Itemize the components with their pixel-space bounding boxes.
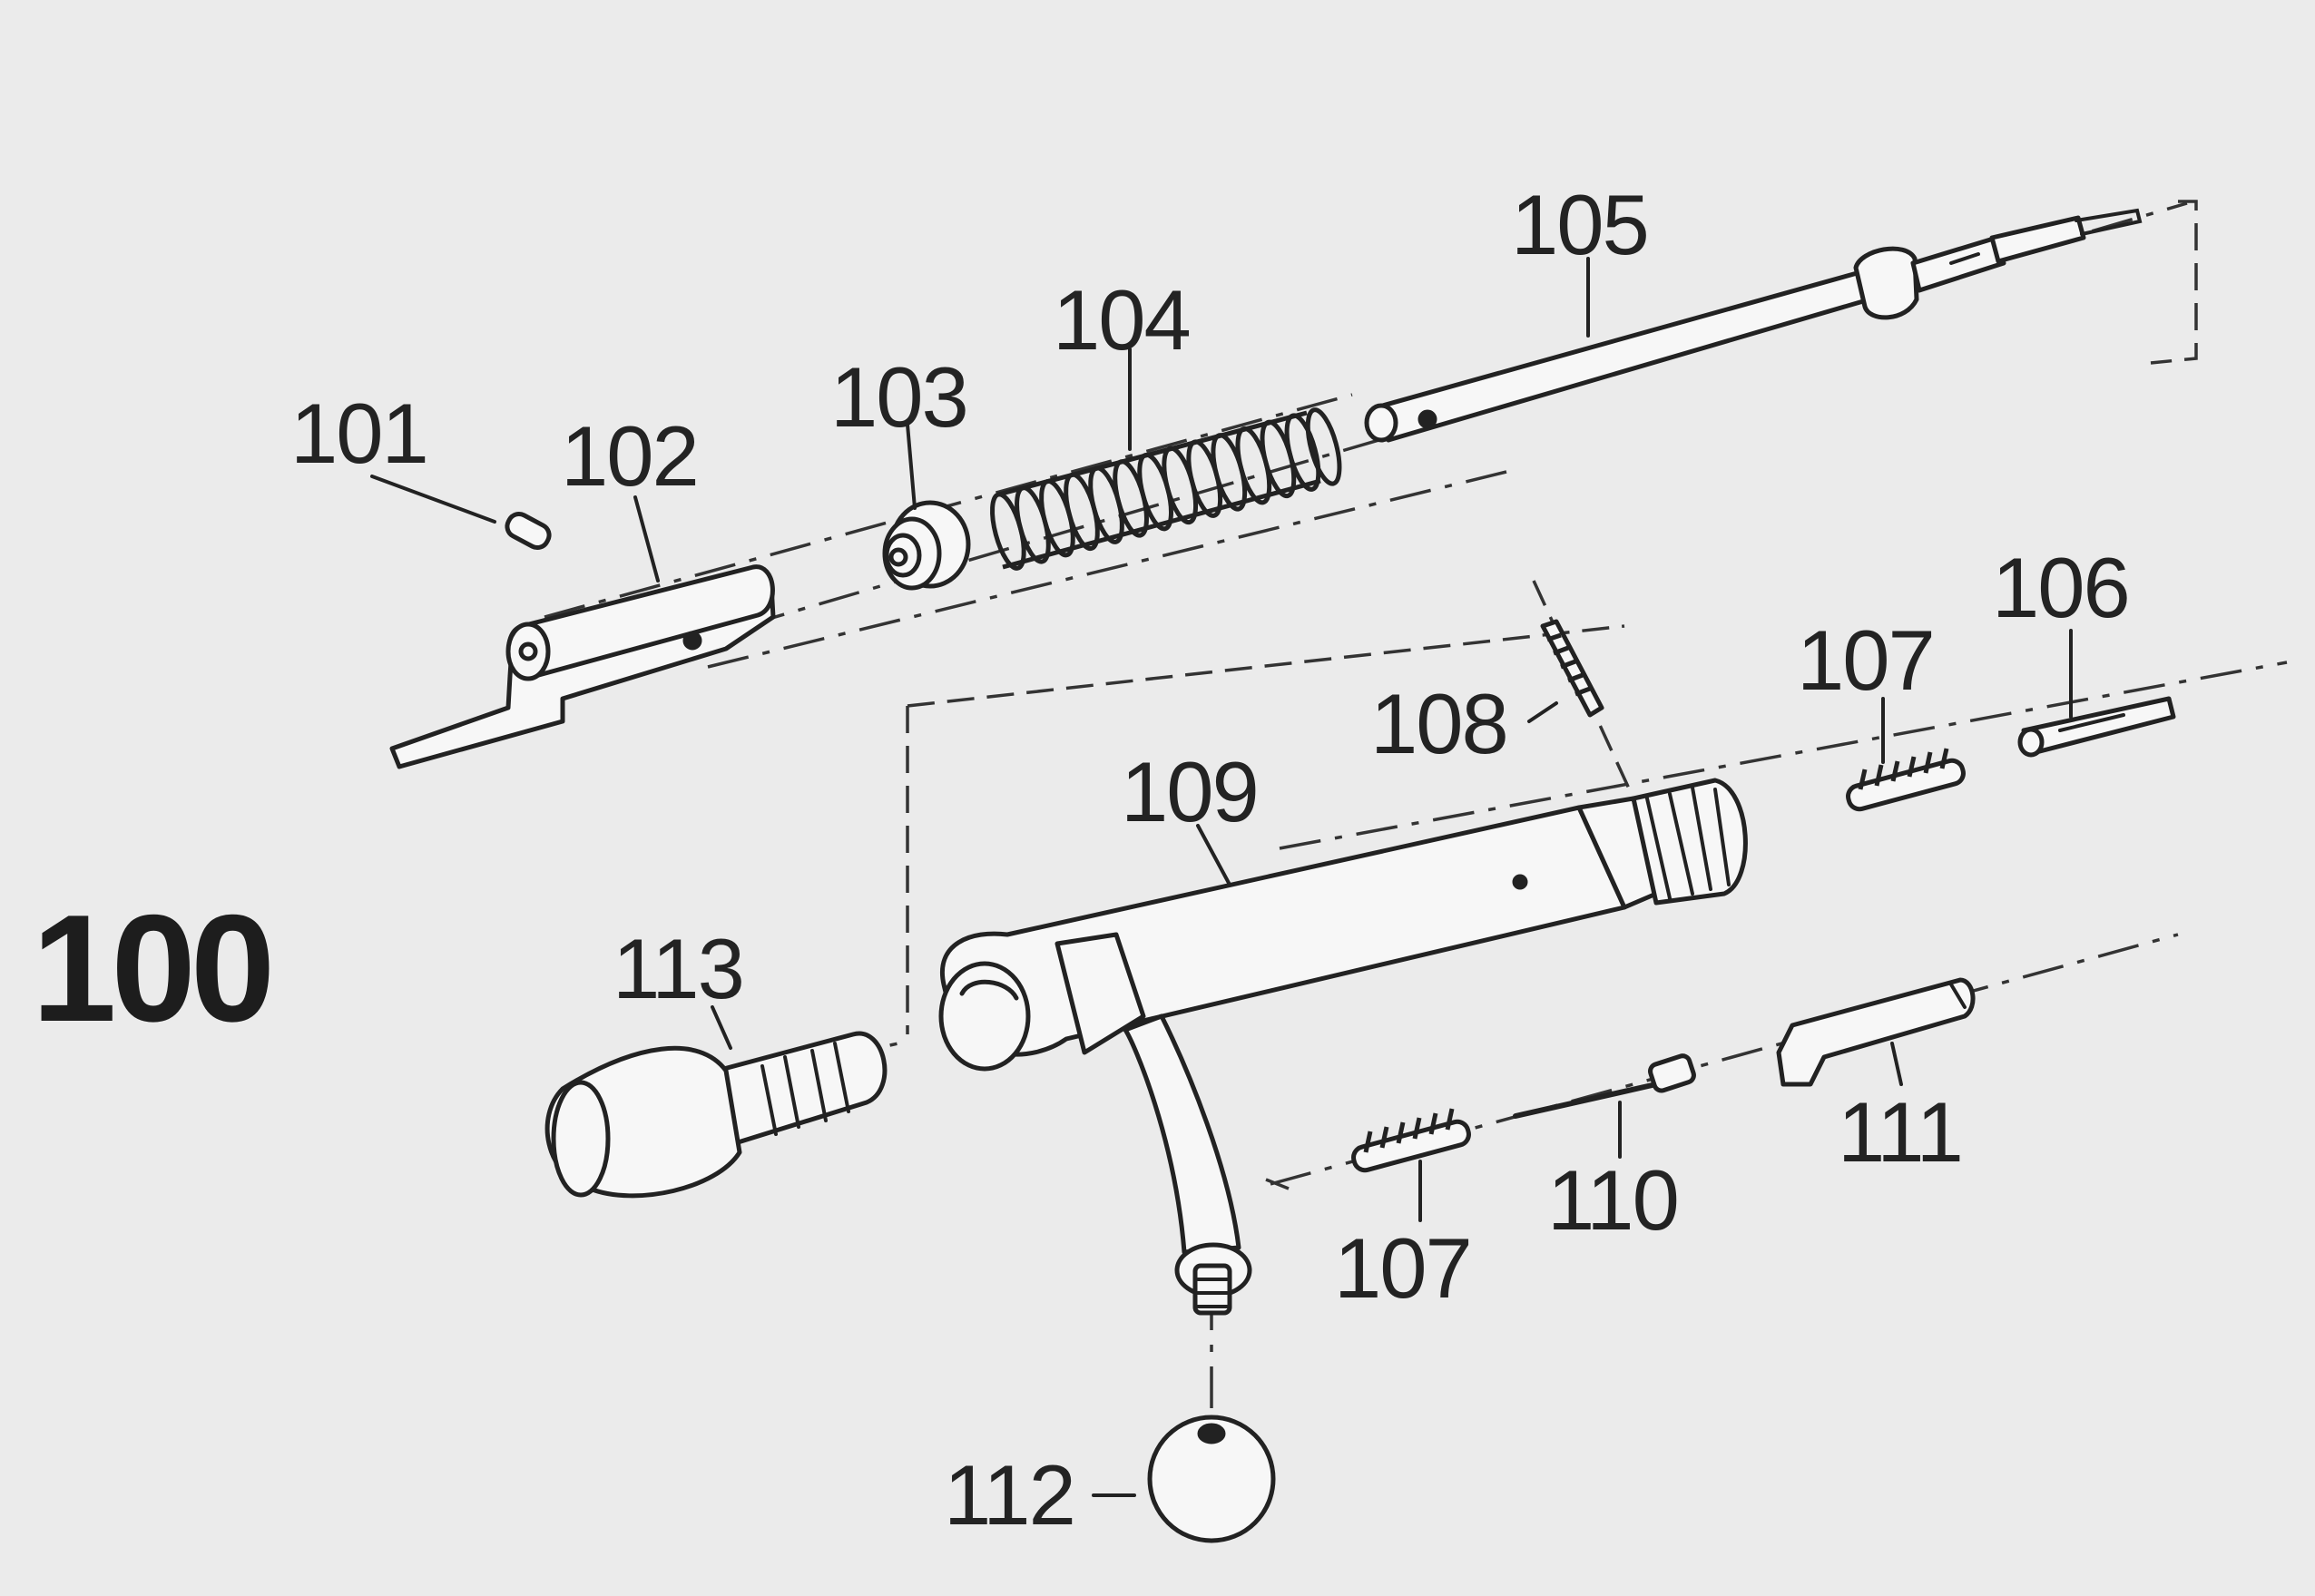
- part-107-upper-spring: [1846, 748, 1966, 812]
- callout-108: 108: [1370, 676, 1507, 771]
- callout-103: 103: [830, 349, 967, 445]
- callout-106: 106: [1992, 540, 2129, 635]
- part-107-lower-spring: [1351, 1108, 1471, 1173]
- leader-lines: [370, 257, 2073, 1497]
- part-103-bushing: [882, 500, 971, 591]
- part-102-cocking-piece: [389, 564, 776, 769]
- part-111-extractor: [1776, 977, 1976, 1087]
- part-110-plunger: [1513, 1053, 1696, 1119]
- assembly-number: 100: [32, 883, 270, 1053]
- part-112-knob: [1147, 1415, 1276, 1543]
- part-106-ejector: [2017, 696, 2176, 758]
- callout-112: 112: [944, 1447, 1074, 1542]
- callout-105: 105: [1511, 177, 1648, 272]
- part-113-shroud: [544, 1031, 888, 1199]
- part-105-firing-pin: [1364, 208, 2143, 443]
- callout-110: 110: [1547, 1152, 1678, 1248]
- part-101-pin: [505, 511, 552, 551]
- callout-102: 102: [561, 408, 698, 504]
- part-108-ejector-spring: [1540, 619, 1604, 718]
- callout-111: 111: [1838, 1084, 1962, 1180]
- part-104-main-spring: [990, 407, 1342, 571]
- callout-104: 104: [1053, 272, 1190, 367]
- callout-113: 113: [613, 921, 743, 1016]
- callout-101: 101: [290, 386, 427, 481]
- callout-109: 109: [1121, 744, 1258, 839]
- callout-labels: 100 101 102 103 104 105 106 107 108 109 …: [32, 177, 2131, 1542]
- part-109-bolt-body: [938, 778, 1748, 1316]
- callout-107-lower: 107: [1334, 1220, 1471, 1316]
- callout-107-upper: 107: [1797, 612, 1934, 708]
